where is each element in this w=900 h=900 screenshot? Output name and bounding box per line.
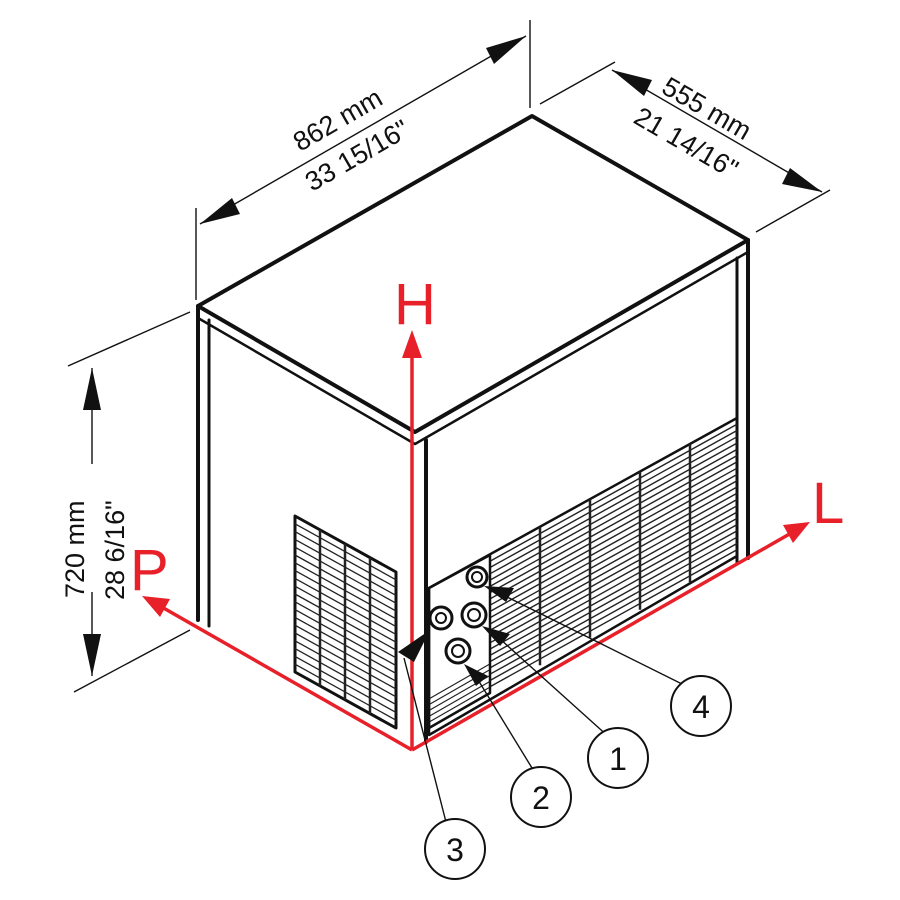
cabinet bbox=[196, 114, 750, 744]
grill-slat bbox=[489, 473, 738, 613]
callout-4-number: 4 bbox=[692, 689, 710, 725]
front-grill bbox=[427, 416, 739, 737]
grill-slat bbox=[489, 524, 738, 663]
side-grill bbox=[293, 514, 398, 730]
grill-slat bbox=[489, 536, 738, 675]
connection-2 bbox=[444, 637, 472, 665]
connection-4 bbox=[465, 565, 489, 589]
cabinet-lid-rim bbox=[196, 250, 750, 446]
width-dimension bbox=[195, 20, 531, 300]
length-axis-line bbox=[411, 530, 794, 752]
callout-2-arrowhead bbox=[464, 664, 488, 686]
callout-3-arrowhead bbox=[398, 630, 430, 662]
grill-slat bbox=[489, 480, 738, 619]
height-axis-label: H bbox=[394, 272, 436, 337]
grill-slat bbox=[489, 436, 738, 575]
callout-leaders bbox=[398, 586, 687, 823]
callout-1-arrowhead bbox=[482, 626, 510, 646]
grill-slat bbox=[428, 663, 491, 700]
height-axis-arrowhead bbox=[402, 330, 422, 358]
connection-3 bbox=[428, 605, 454, 631]
height-dimension-mm: 720 mm bbox=[60, 500, 90, 598]
grill-slat bbox=[489, 467, 738, 606]
connection-1 bbox=[460, 601, 488, 629]
cabinet-top-face bbox=[196, 114, 750, 434]
callout-1-badge: 1 bbox=[587, 727, 649, 789]
height-dimension-inch: 28 6/16" bbox=[100, 500, 130, 600]
grill-slat bbox=[489, 505, 738, 644]
grill-slat bbox=[489, 448, 738, 587]
connection-plate bbox=[427, 553, 492, 730]
grill-slat bbox=[489, 442, 738, 581]
length-axis-arrowhead bbox=[783, 522, 810, 543]
grill-slat bbox=[489, 498, 738, 638]
callout-4-badge: 4 bbox=[670, 675, 732, 737]
callout-3-badge: 3 bbox=[424, 818, 486, 880]
grill-slat bbox=[489, 461, 738, 600]
callout-2-badge: 2 bbox=[510, 766, 572, 828]
grill-slat bbox=[489, 423, 738, 562]
grill-slat bbox=[428, 686, 491, 723]
grill-slat bbox=[489, 530, 738, 669]
side-grill-frame bbox=[293, 514, 398, 730]
depth-axis-label: P bbox=[130, 538, 169, 603]
grill-slat bbox=[489, 549, 738, 688]
depth-axis-line bbox=[159, 604, 413, 752]
callout-4-arrowhead bbox=[484, 586, 514, 602]
callout-2-number: 2 bbox=[532, 780, 550, 816]
side-grill-slats bbox=[294, 523, 397, 721]
grill-slat bbox=[489, 511, 738, 650]
grill-slat bbox=[489, 455, 738, 594]
depth-axis-arrowhead bbox=[142, 596, 170, 617]
grill-slat bbox=[489, 542, 738, 682]
front-grill-slats bbox=[428, 423, 738, 723]
callout-3-number: 3 bbox=[446, 832, 464, 868]
grill-slat bbox=[489, 429, 738, 569]
grill-slat bbox=[489, 492, 738, 631]
callout-1-number: 1 bbox=[609, 741, 627, 777]
height-dimension bbox=[67, 311, 191, 693]
grill-slat bbox=[489, 486, 738, 625]
depth-dimension bbox=[539, 61, 831, 233]
length-axis-label: L bbox=[812, 471, 844, 536]
grill-slat bbox=[428, 680, 491, 717]
grill-slat bbox=[489, 517, 738, 656]
axis-lines bbox=[142, 330, 810, 752]
